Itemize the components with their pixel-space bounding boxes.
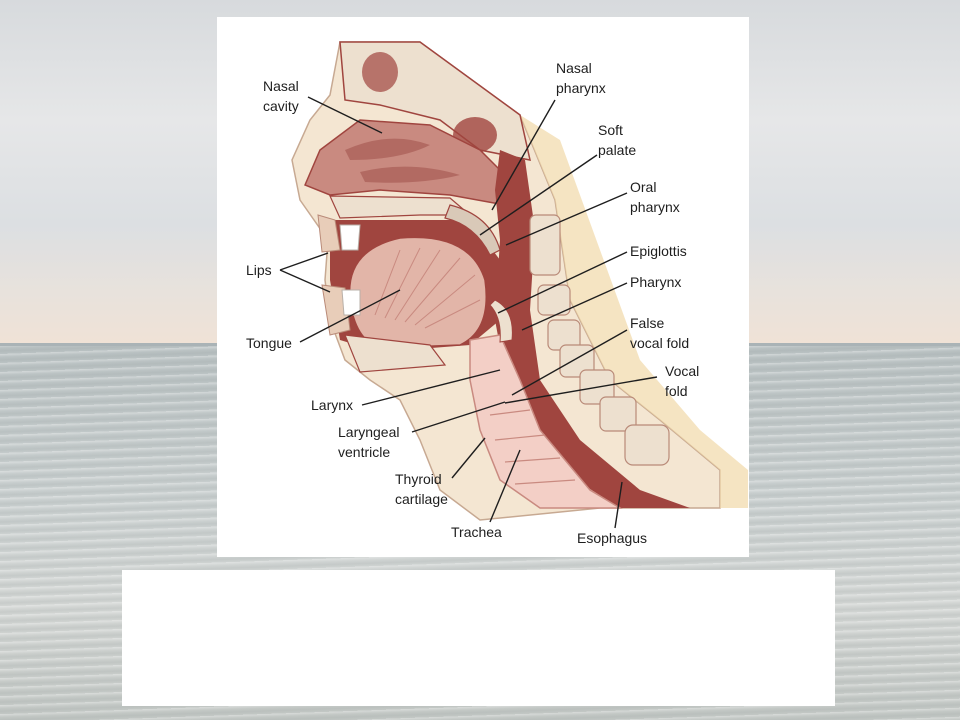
respiratory-tract-diagram: Nasal cavity Nasal pharynx Soft palate O…	[246, 41, 748, 546]
label-lips: Lips	[246, 262, 272, 278]
mandible	[344, 334, 447, 373]
leader-lines	[279, 96, 658, 529]
hard-palate	[329, 195, 472, 219]
label-tongue: Tongue	[246, 335, 292, 351]
label-epiglottis: Epiglottis	[630, 243, 687, 259]
soft-palate-shape	[444, 204, 501, 256]
larynx-trachea	[469, 334, 623, 509]
tongue-shape	[348, 236, 487, 349]
label-trachea: Trachea	[451, 524, 502, 540]
anatomy-figure-panel: Nasal cavity Nasal pharynx Soft palate O…	[217, 17, 749, 557]
label-pharynx: Pharynx	[630, 274, 681, 290]
upper-lip	[317, 214, 341, 253]
label-thyroid-cartilage: Thyroid cartilage	[395, 471, 448, 507]
upper-teeth	[339, 224, 361, 251]
lower-teeth	[341, 289, 361, 316]
label-larynx: Larynx	[311, 397, 353, 413]
label-vocal-fold: Vocal fold	[665, 363, 703, 399]
label-oral-pharynx: Oral pharynx	[630, 179, 680, 215]
vertebrae	[529, 214, 670, 466]
trachea-rings	[489, 409, 576, 485]
label-soft-palate: Soft palate	[598, 122, 636, 158]
sinus	[362, 52, 398, 92]
label-false-vocal-fold: False vocal fold	[630, 315, 689, 351]
tongue-muscle-fibers	[374, 247, 481, 329]
label-laryngeal-ventricle: Laryngeal ventricle	[338, 424, 403, 460]
label-nasal-cavity: Nasal cavity	[263, 78, 303, 114]
label-nasal-pharynx: Nasal pharynx	[556, 60, 606, 96]
caption-box	[122, 570, 835, 706]
label-esophagus: Esophagus	[577, 530, 647, 546]
neck-back	[520, 115, 748, 508]
pharynx-channel	[495, 150, 690, 508]
nasal-conchae	[345, 138, 460, 183]
